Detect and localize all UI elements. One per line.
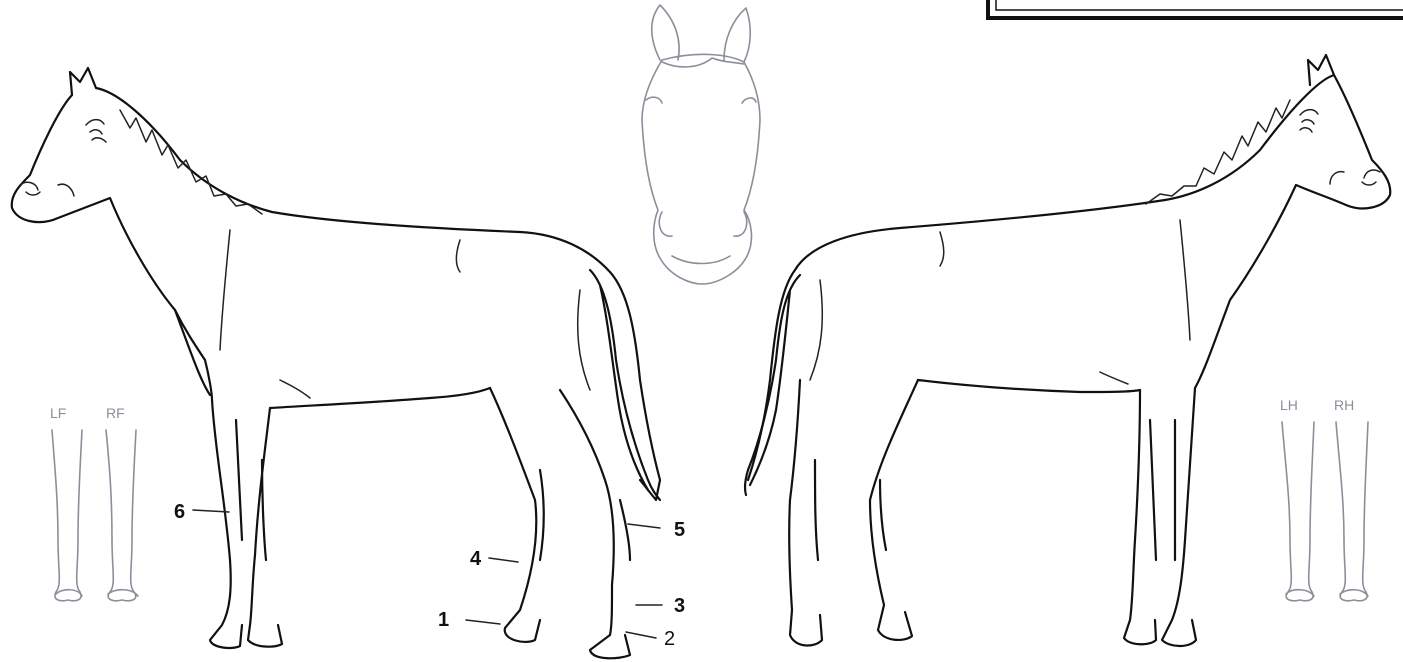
rf-leg-icon [106, 430, 136, 601]
callout-2-label: 2 [664, 628, 675, 650]
left-horse-front-legs [210, 400, 282, 648]
right-horse-body-details [810, 220, 1190, 384]
left-horse-hind-legs [490, 388, 630, 658]
callout-3-label: 3 [674, 595, 685, 617]
head-outline [642, 54, 760, 284]
front-head-view [642, 5, 760, 284]
right-horse-mane [1146, 100, 1290, 204]
rf-label: RF [106, 405, 125, 421]
left-horse-mane [120, 110, 262, 214]
left-horse-nostril [20, 182, 74, 196]
left-horse [12, 68, 660, 658]
rh-hoof-icon [1340, 590, 1368, 596]
head-left-ear [652, 5, 679, 60]
right-horse-eye [1300, 110, 1318, 132]
hind-legs-legend: LH RH [1280, 397, 1368, 601]
lf-leg-icon [52, 430, 82, 601]
head-nostrils [659, 212, 747, 264]
lh-label: LH [1280, 397, 1298, 413]
lh-hoof-icon [1286, 590, 1314, 596]
callout-2-leader [626, 632, 656, 638]
lf-label: LF [50, 405, 66, 421]
right-horse-front-legs [1124, 388, 1196, 646]
head-eyes [646, 97, 756, 103]
head-forelock [662, 58, 744, 67]
right-horse-nostril [1330, 170, 1380, 185]
left-horse-body-details [220, 230, 590, 398]
right-horse [745, 55, 1390, 646]
head-right-ear [724, 8, 750, 62]
rh-leg-icon [1336, 422, 1368, 601]
left-horse-head-outline [12, 68, 660, 500]
rh-label: RH [1334, 397, 1354, 413]
lf-hoof-icon [56, 590, 82, 596]
callout-4-leader [489, 558, 518, 562]
header-box-corner [988, 0, 1403, 18]
right-horse-hind-legs [789, 380, 918, 645]
callout-1-label: 1 [438, 609, 449, 631]
right-horse-head-outline [748, 55, 1390, 480]
callout-4-label: 4 [470, 548, 482, 570]
right-horse-belly [918, 380, 1140, 392]
callout-1-leader [466, 620, 500, 624]
front-legs-legend: LF RF [50, 405, 138, 601]
lh-leg-icon [1282, 422, 1314, 601]
callout-5-leader [628, 524, 660, 528]
left-horse-eye [86, 120, 106, 142]
callout-5-label: 5 [674, 519, 685, 541]
left-horse-belly [270, 388, 490, 408]
callout-6-label: 6 [174, 501, 185, 523]
